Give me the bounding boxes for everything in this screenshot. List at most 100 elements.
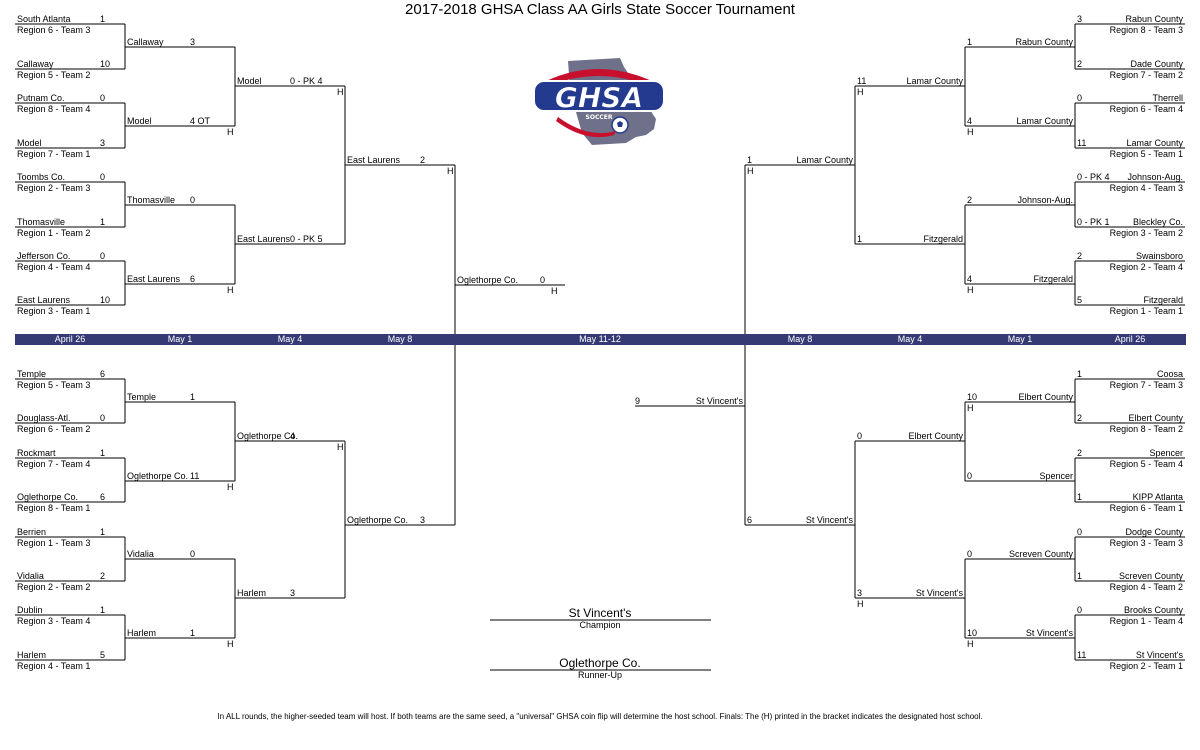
team-region: Region 8 - Team 3 (1109, 25, 1183, 35)
team-region: Region 1 - Team 2 (17, 228, 91, 238)
team-name: Spencer (1149, 448, 1183, 458)
team-score: 4 OT (190, 116, 211, 126)
team-name: Johnson-Aug. (1017, 195, 1073, 205)
team-score: 0 (967, 471, 973, 481)
host-marker: H (227, 482, 234, 492)
date-label: May 8 (787, 334, 813, 344)
logo-band (533, 80, 665, 112)
team-score: 0 - PK 4 (290, 76, 323, 86)
team-name: Rabun County (1125, 14, 1183, 24)
date-label: May 1 (1007, 334, 1033, 344)
team-score: 1 (100, 14, 106, 24)
team-name: Toombs Co. (17, 172, 66, 182)
team-score: 0 (100, 251, 106, 261)
date-label: May 4 (277, 334, 303, 344)
finalist-name: St Vincent's (695, 396, 743, 406)
date-label: April 26 (54, 334, 86, 344)
team-score: 0 (1077, 93, 1083, 103)
team-name: Screven County (1008, 549, 1073, 559)
champion-label: Champion (579, 620, 621, 630)
team-name: Dade County (1130, 59, 1183, 69)
team-score: 1 (100, 605, 106, 615)
host-marker: H (227, 639, 234, 649)
team-region: Region 7 - Team 1 (17, 149, 91, 159)
host-marker: H (747, 166, 754, 176)
team-score: 5 (1077, 295, 1083, 305)
team-region: Region 8 - Team 2 (1109, 424, 1183, 434)
team-name: Fitzgerald (1143, 295, 1183, 305)
page-title: 2017-2018 GHSA Class AA Girls State Socc… (405, 1, 795, 18)
team-score: 0 - PK 5 (290, 234, 323, 244)
team-name: Thomasville (127, 195, 176, 205)
team-name: Bleckley Co. (1132, 217, 1183, 227)
team-name: Temple (127, 392, 157, 402)
team-score: 3 (420, 515, 426, 525)
team-name: Model (17, 138, 42, 148)
team-region: Region 8 - Team 4 (17, 104, 91, 114)
team-name: Oglethorpe Co. (347, 515, 409, 525)
team-region: Region 5 - Team 1 (1109, 149, 1183, 159)
team-score: 1 (1077, 492, 1083, 502)
team-name: St Vincent's (1135, 650, 1183, 660)
team-name: Brooks County (1123, 605, 1183, 615)
team-region: Region 6 - Team 1 (1109, 503, 1183, 513)
team-name: Vidalia (127, 549, 154, 559)
round-dates-bar (15, 334, 1186, 345)
ghsa-logo-icon: GHSA SOCCER (533, 58, 665, 145)
team-score: 2 (1077, 59, 1083, 69)
logo-subtext: SOCCER (586, 114, 613, 121)
team-score: 3 (1077, 14, 1083, 24)
team-name: Lamar County (906, 76, 963, 86)
logo-swoosh-icon (538, 69, 660, 89)
host-marker: H (447, 166, 454, 176)
team-score: 2 (1077, 448, 1083, 458)
host-marker: H (337, 442, 344, 452)
date-label: May 8 (387, 334, 413, 344)
team-score: 6 (190, 274, 196, 284)
team-score: 0 - PK 4 (1077, 172, 1110, 182)
team-region: Region 2 - Team 4 (1109, 262, 1183, 272)
date-label: May 11-12 (579, 334, 621, 344)
team-score: 5 (100, 650, 106, 660)
team-score: 1 (857, 234, 863, 244)
team-score: 2 (100, 571, 106, 581)
team-name: Callaway (127, 37, 164, 47)
team-name: Oglethorpe Co. (237, 431, 299, 441)
team-score: 3 (290, 588, 296, 598)
team-score: 2 (967, 195, 973, 205)
team-name: Elbert County (1128, 413, 1183, 423)
team-score: 0 (190, 549, 196, 559)
team-score: 1 (100, 448, 106, 458)
team-name: East Laurens (347, 155, 401, 165)
team-region: Region 3 - Team 3 (1109, 538, 1183, 548)
team-name: Swainsboro (1135, 251, 1183, 261)
team-score: 2 (1077, 251, 1083, 261)
team-name: Lamar County (796, 155, 853, 165)
team-score: 10 (100, 59, 111, 69)
team-score: 0 (1077, 605, 1083, 615)
team-name: Therrell (1152, 93, 1183, 103)
team-name: East Laurens (127, 274, 181, 284)
date-label: May 4 (897, 334, 923, 344)
team-region: Region 5 - Team 3 (17, 380, 91, 390)
team-name: Elbert County (1018, 392, 1073, 402)
team-region: Region 6 - Team 4 (1109, 104, 1183, 114)
team-score: 1 (100, 217, 106, 227)
date-label: May 1 (167, 334, 193, 344)
ghsa-soccer-logo: GHSA SOCCER (528, 55, 670, 147)
team-score: 1 (747, 155, 753, 165)
host-marker: H (967, 639, 974, 649)
host-marker: H (551, 286, 558, 296)
team-region: Region 6 - Team 2 (17, 424, 91, 434)
soccer-ball-patch (617, 121, 623, 127)
team-score: 0 (190, 195, 196, 205)
team-region: Region 7 - Team 4 (17, 459, 91, 469)
team-region: Region 3 - Team 1 (17, 306, 91, 316)
team-name: Temple (17, 369, 47, 379)
team-name: South Atlanta (17, 14, 71, 24)
team-score: 0 (857, 431, 863, 441)
team-score: 4 (967, 116, 973, 126)
team-name: Vidalia (17, 571, 44, 581)
host-marker: H (227, 127, 234, 137)
team-name: East Laurens (237, 234, 291, 244)
